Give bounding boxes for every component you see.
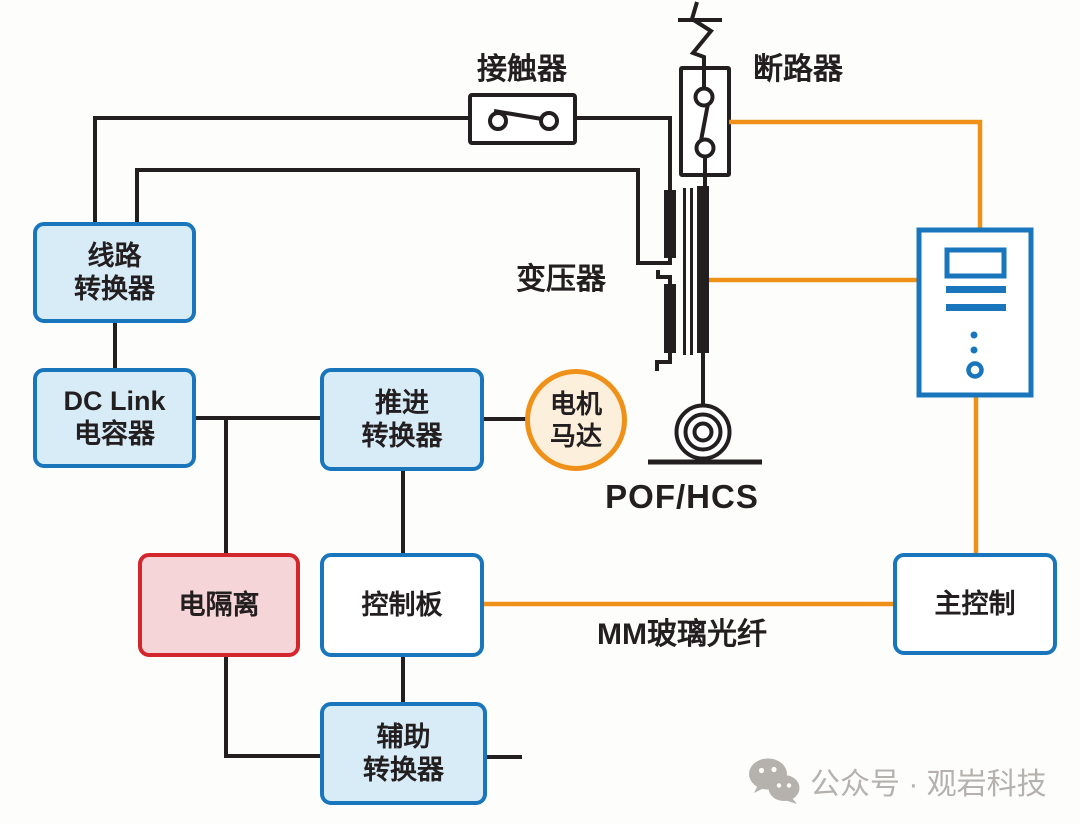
node-main-control: 主控制 [893,553,1057,655]
primary-winding-bottom [664,284,676,353]
computer-screen [944,247,1007,279]
pantograph-icon [678,1,722,70]
propulsion-label-1: 推进 [375,387,429,418]
computer-dot-1 [970,331,978,339]
secondary-winding [697,186,709,353]
main-control-label: 主控制 [934,588,1016,619]
propulsion-label-2: 转换器 [361,420,443,451]
node-propulsion-converter: 推进 转换器 [320,368,484,471]
aux-converter-label-2: 转换器 [363,754,444,785]
computer-slot-1 [946,286,1006,293]
node-control-board: 控制板 [320,553,484,657]
watermark: 公众号 · 观岩科技 [748,758,1047,804]
bus2-wire [135,168,672,265]
node-dc-link-capacitor: DC Link 电容器 [33,368,196,468]
node-electrical-isolation: 电隔离 [138,553,300,657]
dc-link-label-2: 电容器 [74,419,155,449]
control-board-label: 控制板 [361,589,443,620]
contactor-body [468,93,577,145]
aux-converter-label-1: 辅助 [376,721,431,752]
breaker-pole-top [693,86,715,108]
contactor-switch-icon [468,93,577,145]
bus1-wire [93,116,672,222]
pantograph-zigzag [689,1,714,70]
breaker-computer-fiber [729,119,983,230]
motor-label-1: 电机 [549,389,602,419]
motor-label-2: 马达 [549,421,602,451]
transformer-label: 变压器 [516,263,606,296]
computer-power-button [966,361,984,379]
wechat-icon [749,758,800,804]
wheel-hub [692,421,714,443]
power-bus-wires [93,116,672,759]
breaker-switch-icon [679,66,731,186]
node-line-converter: 线路 转换器 [33,222,196,323]
node-motor: 电机 马达 [525,369,627,471]
transformer-winding-icon [655,186,709,371]
contactor-label: 接触器 [477,53,567,86]
dc-link-label-1: DC Link [63,386,166,416]
node-aux-converter: 辅助 转换器 [320,702,487,805]
breaker-pole-bottom [694,137,716,159]
watermark-text: 公众号 · 观岩科技 [810,768,1047,801]
fiber-wires [484,119,983,607]
primary-winding-top [664,190,676,258]
pof-hcs-label: POF/HCS [605,478,759,515]
isolation-label: 电隔离 [178,589,260,620]
winding-tap-bottom [655,353,672,371]
line-converter-label-2: 转换器 [74,273,155,304]
winding-tap-top [656,270,672,284]
breaker-label: 断路器 [753,53,843,86]
computer-slot-2 [946,304,1006,311]
computer-dot-2 [970,346,978,354]
mm-fiber-label: MM玻璃光纤 [597,618,767,651]
computer-icon [916,227,1034,398]
wheel-icon [648,353,762,465]
line-converter-label-1: 线路 [87,240,142,271]
contactor-pole-right [539,111,559,131]
isolation-aux-wire [224,657,320,758]
contactor-pole-left [488,111,508,131]
